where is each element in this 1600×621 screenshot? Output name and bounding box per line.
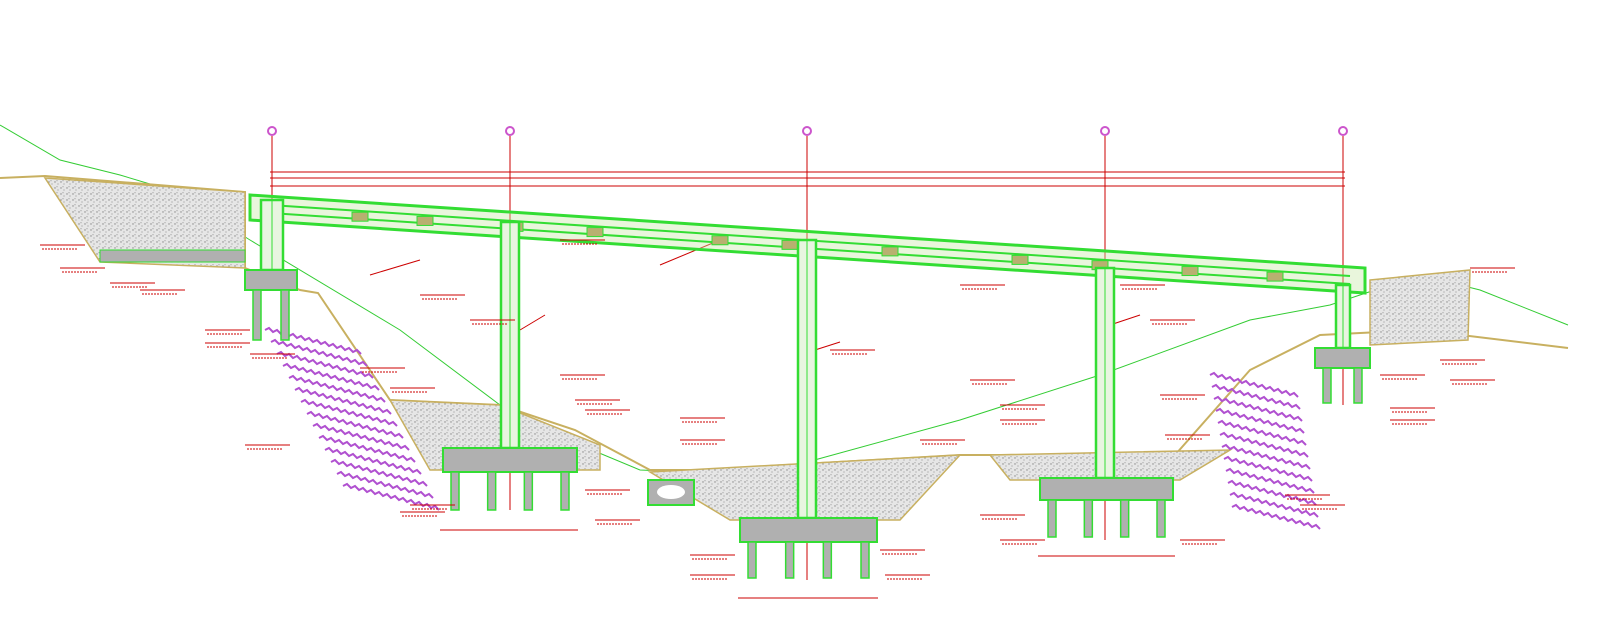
pier-2-pile xyxy=(784,541,795,579)
deck-diaphragm xyxy=(1266,271,1284,282)
pier-3-pile xyxy=(1047,499,1057,538)
right-abutment-footing xyxy=(1314,347,1371,369)
axis-marker-icon xyxy=(1338,126,1348,136)
pier-3-pile xyxy=(1083,499,1094,538)
pier-3-pile xyxy=(1119,499,1130,538)
rock-hatch-line xyxy=(282,362,380,391)
left-approach-slab xyxy=(99,249,246,263)
deck-diaphragm xyxy=(586,227,604,238)
left-abutment-pile xyxy=(252,289,262,341)
pier-2-pile xyxy=(822,541,833,579)
right-abutment-pile xyxy=(1322,367,1332,404)
annotation-leaders xyxy=(40,239,1515,580)
left-abutment-footing xyxy=(244,269,298,291)
pier-1-pile xyxy=(486,471,497,511)
axis-marker-icon xyxy=(1100,126,1110,136)
rock-hatch-line xyxy=(318,434,416,463)
rock-hatch-line xyxy=(270,338,368,367)
rock-hatch-line xyxy=(300,398,398,427)
rock-hatch-line xyxy=(1225,467,1315,494)
rock-hatch-line xyxy=(1221,443,1311,470)
deck-diaphragm xyxy=(351,211,369,222)
deck-diaphragm xyxy=(711,235,729,246)
culvert-opening xyxy=(657,485,685,499)
rock-hatch-line xyxy=(1215,407,1305,434)
rock-hatch-line xyxy=(1209,371,1299,398)
right-abutment-pile xyxy=(1353,367,1363,404)
rock-hatch-line xyxy=(306,410,404,439)
dimension-lines xyxy=(270,171,1345,599)
pier-1-pile xyxy=(523,471,534,511)
deck-diaphragm xyxy=(781,239,799,250)
rock-hatch-line xyxy=(324,446,422,475)
pier-1-pile xyxy=(450,471,460,511)
rock-hatch-line xyxy=(1227,479,1317,506)
axis-marker-icon xyxy=(802,126,812,136)
rock-hatch-line xyxy=(1229,491,1319,518)
rock-hatch-line xyxy=(342,482,440,511)
rock-hatch-line xyxy=(1223,455,1313,482)
rock-hatch-line xyxy=(276,350,374,379)
deck-diaphragm xyxy=(881,246,899,257)
rock-hatch-line xyxy=(288,374,386,403)
rock-hatch-line xyxy=(1217,419,1307,446)
rock-hatch-line xyxy=(1231,503,1321,530)
rock-hatch-line xyxy=(330,458,428,487)
deck-diaphragm xyxy=(1011,254,1029,265)
deck-diaphragm xyxy=(1181,266,1199,277)
pier-2-pile xyxy=(747,541,757,579)
terrain xyxy=(0,124,1569,521)
rock-hatch-line xyxy=(1219,431,1309,458)
pier-1-footing xyxy=(442,447,578,473)
axis-marker-icon xyxy=(505,126,515,136)
left-embankment-fill xyxy=(43,177,246,269)
rock-hatch-line xyxy=(336,470,434,499)
rock-hatch-line xyxy=(1213,395,1303,422)
deck-diaphragm xyxy=(416,215,434,226)
rock-hatch-line xyxy=(1211,383,1301,410)
axis-marker-icon xyxy=(267,126,277,136)
rock-hatch-line xyxy=(312,422,410,451)
rock-hatch-line xyxy=(294,386,392,415)
pier-2-pile xyxy=(860,541,870,579)
pier-3-pile xyxy=(1156,499,1166,538)
pier-3-footing xyxy=(1039,477,1174,501)
pier-1-pile xyxy=(560,471,570,511)
left-abutment-pile xyxy=(280,289,290,341)
pier-2-footing xyxy=(739,517,878,543)
rock-hatch xyxy=(264,326,1321,530)
right-embankment-fill xyxy=(1369,269,1471,346)
